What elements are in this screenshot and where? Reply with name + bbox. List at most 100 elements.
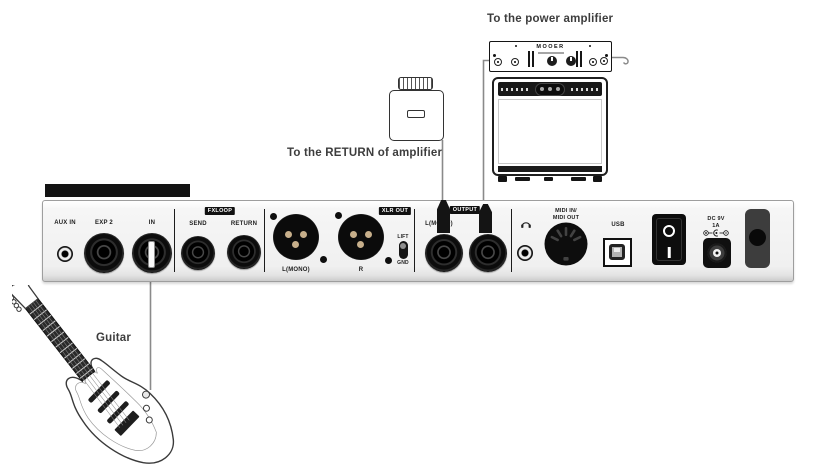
send-jack (181, 236, 215, 270)
cabinet-vent (544, 177, 553, 181)
aux-in-jack (57, 246, 73, 262)
midi-jack (544, 222, 588, 266)
cabinet-vent (571, 177, 586, 181)
cabinet-grill (498, 99, 602, 164)
xlr-pin (364, 230, 372, 238)
cabinet-dots (571, 88, 599, 91)
input-plug (148, 241, 155, 268)
cabinet-foot (498, 176, 507, 182)
return-jack (227, 235, 261, 269)
speaker-cabinet (492, 77, 608, 176)
power-on-symbol (667, 247, 671, 258)
screw-icon (335, 212, 342, 219)
slot-hole (749, 229, 766, 246)
output-right-jack (469, 234, 507, 272)
output-left-jack (425, 234, 463, 272)
xlr-pin (349, 230, 357, 238)
gnd-label: GND (397, 260, 409, 266)
amp-knob (589, 58, 597, 66)
amp-knob (547, 56, 557, 66)
cabinet-vent (515, 177, 530, 181)
amp-knob (511, 58, 519, 66)
screw-icon (385, 257, 392, 264)
xlr-out-left-jack (273, 214, 319, 260)
guitar-bridge (114, 410, 140, 436)
recessed-slot (745, 209, 770, 268)
xlr-out-right-jack (338, 214, 384, 260)
screw-icon (270, 213, 277, 220)
return-label: RETURN (230, 221, 258, 227)
dc-label-line2: 1A (712, 223, 720, 229)
cabinet-dots (501, 88, 529, 91)
cabinet-bottom-strip (498, 166, 602, 172)
plug-body (389, 90, 444, 141)
guitar-output-jack (141, 390, 150, 399)
output-badge: OUTPUT (449, 206, 481, 214)
plug-cap (398, 77, 433, 90)
screw-icon (320, 256, 327, 263)
plug-slot (407, 110, 425, 118)
xlr-pin (284, 230, 292, 238)
section-divider (174, 209, 175, 272)
panel-top-edge (45, 184, 190, 197)
usb-port-inner (609, 244, 625, 260)
dc-power-jack (703, 238, 731, 268)
amp-input-jack (494, 58, 502, 66)
power-off-symbol (663, 225, 675, 237)
guitar-pickguard (75, 367, 157, 451)
guitar-headstock (12, 285, 39, 310)
amp-subtext (537, 52, 564, 54)
midi-label-line1: MIDI IN/ (555, 208, 577, 214)
xlr-out-badge: XLR OUT (378, 207, 412, 215)
exp2-jack (84, 233, 124, 273)
ground-lift-switch (398, 241, 408, 259)
guitar-knob (145, 416, 153, 424)
fxloop-badge: FXLOOP (204, 207, 236, 215)
xlr-pin (299, 230, 307, 238)
usb-port (603, 238, 632, 267)
amp-power-cord (612, 56, 629, 65)
vent-line (576, 51, 578, 67)
power-amplifier-head: MOOER (489, 41, 612, 72)
aux-in-label: AUX IN (54, 220, 76, 226)
cabinet-foot (593, 176, 602, 182)
headphones-icon (521, 222, 531, 228)
rear-panel: AUX IN EXP 2 IN FXLOOP SEND RETURN XLR O… (42, 200, 794, 282)
cabinet-control-strip (498, 82, 602, 96)
power-amp-annotation: To the power amplifier (487, 13, 614, 25)
usb-label: USB (611, 222, 625, 228)
guitar-knob (142, 404, 150, 412)
xlr-left-label: L(MONO) (282, 267, 310, 273)
guitar-graphic (12, 285, 174, 464)
screw-icon (492, 54, 496, 57)
usb-port-tab (614, 248, 620, 252)
exp2-label: EXP 2 (95, 220, 113, 226)
section-divider (511, 209, 512, 272)
screw-icon (515, 45, 517, 47)
vent-line (528, 51, 530, 67)
power-switch (652, 214, 686, 265)
vent-line (532, 51, 534, 67)
guitar-frets (29, 303, 93, 379)
output-left-plug (437, 200, 450, 233)
output-right-plug (479, 204, 492, 233)
guitar-strings (28, 300, 130, 428)
guitar-annotation: Guitar (96, 332, 132, 344)
input-label: IN (148, 220, 156, 226)
headphone-jack (517, 245, 533, 261)
xlr-pin (292, 240, 299, 248)
vent-line (580, 51, 582, 67)
lift-label: LIFT (397, 234, 409, 240)
amp-brand-logo: MOOER (536, 44, 565, 50)
cabinet-knob-panel (535, 82, 565, 96)
dc-polarity-icon (703, 229, 729, 237)
midi-label-line2: MIDI OUT (552, 214, 580, 221)
xlr-right-label: R (358, 267, 364, 273)
section-divider (414, 209, 415, 272)
dc-label-line1: DC 9V (707, 216, 725, 222)
guitar-tuners (12, 295, 22, 312)
return-amp-annotation: To the RETURN of amplifier (287, 147, 443, 159)
screw-icon (605, 54, 608, 57)
return-plug-graphic (389, 77, 444, 141)
